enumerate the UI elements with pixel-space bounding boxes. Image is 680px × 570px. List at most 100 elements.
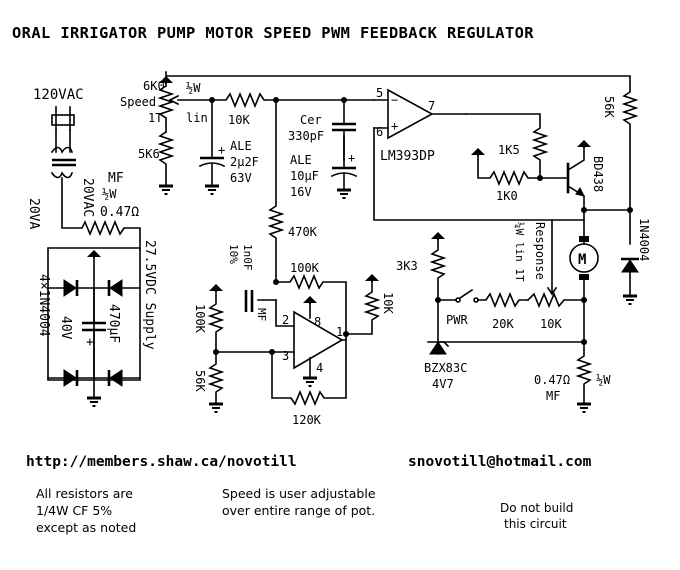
- note-resistors-3: except as noted: [36, 520, 136, 535]
- motor-label: M: [578, 252, 586, 268]
- r-1k5-label: 1K5: [498, 143, 520, 157]
- r-470k-label: 470K: [288, 225, 318, 239]
- note-resistors-1: All resistors are: [36, 486, 133, 501]
- fuse-rating: ½W: [102, 187, 117, 201]
- c-ale-type: ALE: [230, 139, 252, 153]
- r-20k-label: 20K: [492, 317, 514, 331]
- zener-diode: [427, 299, 585, 355]
- opamp-r100k-div: 100K: [193, 304, 207, 334]
- c-mf: [244, 290, 277, 312]
- r-5k6-label: 5K6: [138, 147, 160, 161]
- c-mf-value: 1n0F: [241, 244, 254, 271]
- opamp-pin8: 8: [314, 315, 321, 329]
- comp-plus: +: [391, 119, 398, 133]
- motor: [569, 236, 599, 301]
- opamp-pin4: 4: [316, 361, 323, 375]
- sense-power: ½W: [596, 373, 611, 387]
- transformer-va: 20VA: [26, 198, 41, 229]
- opamp-pin3: 3: [282, 349, 289, 363]
- secondary-voltage: 20VAC: [80, 178, 95, 217]
- r-1k5: [465, 113, 549, 179]
- r-56k-divider: [207, 351, 225, 405]
- mains-label: 120VAC: [33, 87, 84, 103]
- r-56k-top-label: 56K: [602, 96, 616, 118]
- pwr-switch[interactable]: [455, 288, 479, 303]
- svg-text:+: +: [218, 143, 225, 157]
- note-speed-1: Speed is user adjustable: [222, 486, 376, 501]
- diagram-title: ORAL IRRIGATOR PUMP MOTOR SPEED PWM FEED…: [12, 24, 534, 42]
- r-120k-hysteresis: [271, 339, 347, 407]
- c-ale2-value: 10μF: [290, 169, 319, 183]
- c-ale-value: 2μ2F: [230, 155, 259, 169]
- r-5k6: [157, 130, 175, 187]
- cap-voltage: 40V: [58, 316, 73, 340]
- r-10k-input: [211, 91, 375, 109]
- r-10k-pullup: [345, 281, 381, 335]
- svg-text:+: +: [348, 151, 355, 165]
- pot-taper: 1T: [148, 111, 162, 125]
- fuse-value: 0.47Ω: [100, 205, 139, 220]
- pot-name: Speed: [120, 95, 156, 109]
- r-1k0: [477, 153, 567, 187]
- r-56k-top: [165, 71, 639, 245]
- speed-pot: [157, 79, 213, 133]
- response-rating: ¼W lin 1T: [513, 222, 526, 282]
- transistor-label: BD438: [591, 156, 605, 192]
- c-ale-feedback: [330, 135, 358, 191]
- cap-value: 470μF: [106, 304, 121, 343]
- supply-rail-label: 27.5VDC Supply: [142, 240, 157, 350]
- pot-law: lin: [186, 111, 208, 125]
- note-warning-1: Do not build: [500, 501, 573, 515]
- fuse-label: MF: [108, 171, 124, 186]
- comp-minus: −: [391, 93, 398, 107]
- r-20k: [477, 291, 529, 309]
- c-ale-input: [198, 99, 226, 187]
- note-resistors-2: 1/4W CF 5%: [36, 503, 112, 518]
- vcc-symbol: [87, 250, 101, 258]
- bridge-diodes: [63, 279, 123, 387]
- comp-name: LM393DP: [380, 149, 435, 164]
- comparator-symbol: [373, 88, 467, 140]
- pot-power: ½W: [186, 81, 201, 95]
- bridge-label: 4×1N4004: [36, 274, 51, 337]
- c-mf-tol: 10%: [227, 244, 240, 264]
- zener-name: BZX83C: [424, 361, 467, 375]
- note-warning-2: this circuit: [504, 517, 567, 531]
- opamp-r56k-div: 56K: [193, 370, 207, 392]
- flywheel-diode: [621, 257, 639, 297]
- flywheel-diode-label: 1N4004: [637, 218, 651, 261]
- r-3k3-label: 3K3: [396, 259, 418, 273]
- comp-pin6: 6: [376, 125, 383, 139]
- note-speed-2: over entire range of pot.: [222, 503, 375, 518]
- response-pot[interactable]: [526, 219, 585, 309]
- url-text: http://members.shaw.ca/novotill: [26, 454, 297, 470]
- r-470k: [267, 99, 285, 283]
- c-cer-type: Cer: [300, 113, 322, 127]
- transformer: [50, 146, 76, 179]
- zener-volts: 4V7: [432, 377, 454, 391]
- opamp-r120k: 120K: [292, 413, 322, 427]
- comp-pin6-wire: [373, 127, 585, 221]
- transistor-bd438: [566, 147, 585, 245]
- r-10k-input-label: 10K: [228, 113, 250, 127]
- r-100k-feedback: [275, 273, 347, 335]
- comp-pin7: 7: [428, 99, 435, 113]
- r-10k-response-label: 10K: [540, 317, 562, 331]
- c-ale2-type: ALE: [290, 153, 312, 167]
- opamp-pin2: 2: [282, 313, 289, 327]
- fuse-resistor: [61, 177, 141, 251]
- mains-plug: [51, 106, 75, 153]
- sense-value: 0.47Ω: [534, 373, 570, 387]
- r-3k3: [429, 239, 457, 301]
- sense-type: MF: [546, 389, 560, 403]
- pot-value: 6K0: [143, 79, 165, 93]
- c-cer-value: 330pF: [288, 129, 324, 143]
- r-1k0-label: 1K0: [496, 189, 518, 203]
- cap-plus: +: [86, 335, 94, 350]
- gnd-5k6: [157, 184, 175, 196]
- c-ale-volts: 63V: [230, 171, 252, 185]
- bridge-capacitor: [82, 287, 106, 408]
- email-text: snovotill@hotmail.com: [408, 454, 592, 470]
